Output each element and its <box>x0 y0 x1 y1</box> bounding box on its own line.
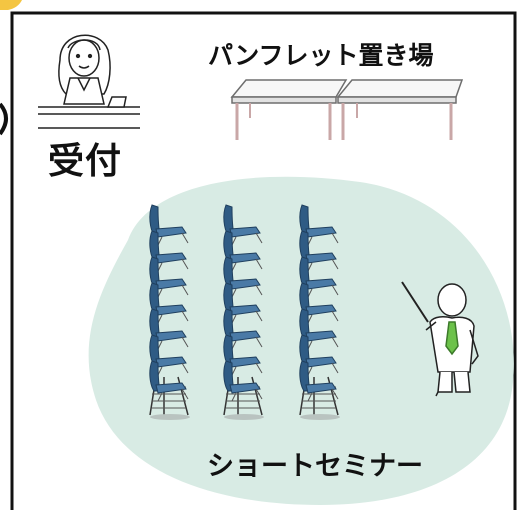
chair-icon <box>149 230 189 272</box>
chair-icon <box>223 256 263 298</box>
chair-icon <box>299 282 339 324</box>
short-seminar-label: ショートセミナー <box>207 451 423 482</box>
edge-bracket <box>0 102 8 136</box>
chair-icon <box>299 360 339 402</box>
receptionist-icon <box>58 34 111 105</box>
presenter-icon <box>401 281 479 397</box>
chair-icon <box>223 230 263 272</box>
chair-icon <box>299 204 339 246</box>
chair-icon <box>299 230 339 272</box>
chair-stack-icon <box>299 204 340 420</box>
room-border <box>10 11 517 510</box>
counter-icon <box>38 96 140 129</box>
chair-icon <box>223 334 263 376</box>
chair-stack-icon <box>223 204 264 420</box>
chair-stacks <box>149 204 340 420</box>
chair-icon <box>149 256 189 298</box>
reception-label: 受付 <box>48 141 123 182</box>
chair-icon <box>299 256 339 298</box>
chair-icon <box>149 282 189 324</box>
chair-icon <box>149 308 189 350</box>
chair-icon <box>223 360 263 402</box>
chair-icon <box>223 204 263 246</box>
chair-icon <box>299 308 339 350</box>
chair-icon <box>149 360 189 402</box>
chair-icon <box>299 334 339 376</box>
chair-stack-icon <box>149 204 190 420</box>
pamphlet-area-label: パンフレット置き場 <box>208 41 434 70</box>
corner-accent <box>0 0 22 10</box>
chair-icon <box>149 334 189 376</box>
pointer-icon <box>401 281 429 323</box>
pamphlet-table-icon <box>230 79 464 140</box>
